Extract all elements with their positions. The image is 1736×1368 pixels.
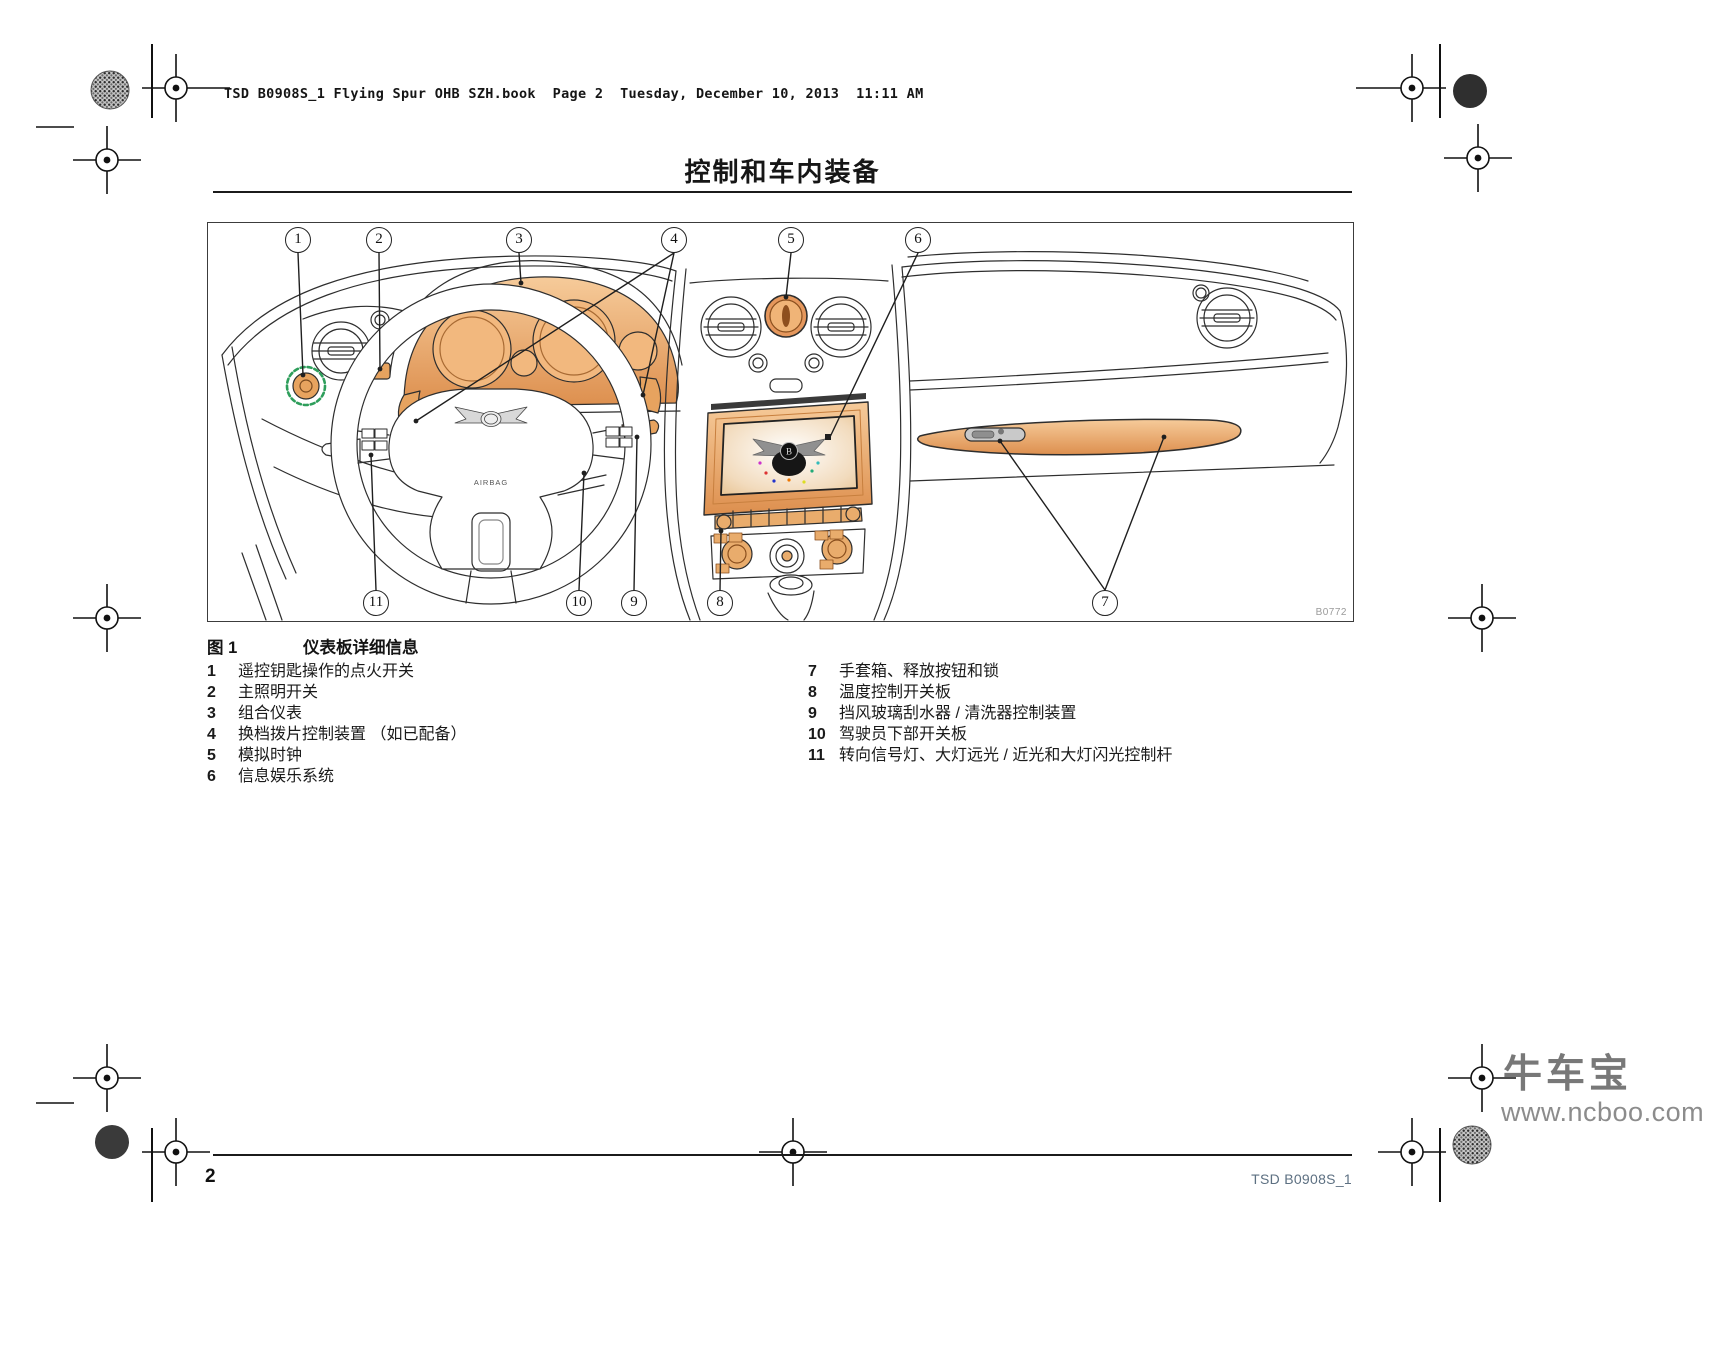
legend-item-text: 转向信号灯、大灯远光 / 近光和大灯闪光控制杆 [839,747,1173,764]
callout-7: 7 [1092,590,1118,616]
infotainment-screen: B [703,393,873,530]
header-line: TSD B0908S_1 Flying Spur OHB SZH.book Pa… [224,86,924,102]
legend-item: 11 转向信号灯、大灯远光 / 近光和大灯闪光控制杆 [808,745,1368,766]
corner-mark-group [36,44,1517,1202]
legend-item-text: 组合仪表 [238,705,303,722]
leader-lines [297,252,1167,591]
legend-item: 2 主照明开关 [207,682,797,703]
steering-wheel: AIRBAG [330,283,652,605]
analog-clock-icon [764,294,808,338]
legend-item: 5 模拟时钟 [207,745,797,766]
legend-item: 6 信息娱乐系统 [207,766,797,787]
legend-item-number: 11 [808,747,825,764]
right-air-vent-icon [1192,284,1258,349]
figure-caption-row: 图 1 仪表板详细信息 [207,634,419,658]
legend-item-text: 换档拨片控制装置 （如已配备） [238,726,467,743]
legend-item-number: 2 [207,684,216,701]
legend-item-number: 6 [207,768,216,785]
console-air-vents-icon [700,296,872,358]
legend-item-text: 主照明开关 [238,684,319,701]
center-console: B [663,264,912,621]
legend-item-text: 手套箱、释放按钮和锁 [839,663,1000,680]
callout-5: 5 [778,227,804,253]
halftone-circle-icon [90,70,130,110]
legend-item: 7 手套箱、释放按钮和锁 [808,661,1368,682]
right-dash [901,251,1348,482]
solid-circle-icon [95,1125,129,1159]
figure-image-code: B0772 [1315,607,1347,618]
callout-9: 9 [621,590,647,616]
legend-item: 1 遥控钥匙操作的点火开关 [207,661,797,682]
ignition-switch-icon [285,365,327,407]
footer-rule [213,1154,1352,1157]
callout-1: 1 [285,227,311,253]
dashboard-outline [221,255,677,621]
legend-item-number: 9 [808,705,817,722]
legend-item-text: 挡风玻璃刮水器 / 清洗器控制装置 [839,705,1077,722]
callout-11: 11 [363,590,389,616]
legend-item-number: 8 [808,684,817,701]
callout-3: 3 [506,227,532,253]
watermark-site: www.ncboo.com [1501,1097,1705,1127]
figure-label: 图 1 [207,639,238,657]
solid-circle-icon [1453,74,1487,108]
bentley-logo-screen-icon: B [752,438,826,484]
legend-item: 4 换档拨片控制装置 （如已配备） [207,724,797,745]
halftone-circle-icon [1452,1125,1492,1165]
legend-item-number: 5 [207,747,216,764]
screen-emblem-letter: B [786,447,792,457]
airbag-label: AIRBAG [474,478,508,487]
gear-shifter-icon [767,574,815,621]
title-rule [213,191,1352,194]
legend-item-number: 1 [207,663,216,680]
page-number: 2 [205,1166,216,1187]
legend-item-text: 遥控钥匙操作的点火开关 [238,663,415,680]
legend-item-number: 3 [207,705,216,722]
dashboard-diagram: AIRBAG [221,251,1348,621]
legend-item-text: 模拟时钟 [238,747,303,764]
callout-4: 4 [661,227,687,253]
legend-item: 8 温度控制开关板 [808,682,1368,703]
callout-6: 6 [905,227,931,253]
page-title: 控制和车内装备 [684,157,881,187]
legend-item: 9 挡风玻璃刮水器 / 清洗器控制装置 [808,703,1368,724]
doc-code: TSD B0908S_1 [1251,1171,1352,1187]
legend-item-text: 温度控制开关板 [839,684,952,701]
legend-item: 10 驾驶员下部开关板 [808,724,1368,745]
legend-item-number: 10 [808,726,826,743]
diagram-box: AIRBAG [207,222,1354,622]
callout-8: 8 [707,590,733,616]
figure-caption: 仪表板详细信息 [303,639,419,657]
legend-item-number: 4 [207,726,216,743]
bentley-emblem-icon [454,406,528,427]
callout-2: 2 [366,227,392,253]
legend-left: 1 遥控钥匙操作的点火开关 2 主照明开关 3 组合仪表 4 换档拨片控制装置 （如已配备） 5… [207,661,797,787]
glovebox-trim [917,418,1242,456]
climate-panel [710,528,866,580]
watermark-brand: 牛车宝 [1503,1053,1633,1096]
legend-item: 3 组合仪表 [207,703,797,724]
callout-10: 10 [566,590,592,616]
legend-item-text: 信息娱乐系统 [238,768,335,785]
legend-item-number: 7 [808,663,817,680]
legend-item-text: 驾驶员下部开关板 [839,726,968,743]
legend-right: 7 手套箱、释放按钮和锁 8 温度控制开关板 9 挡风玻璃刮水器 / 清洗器控制装置 10 驾… [808,661,1368,766]
